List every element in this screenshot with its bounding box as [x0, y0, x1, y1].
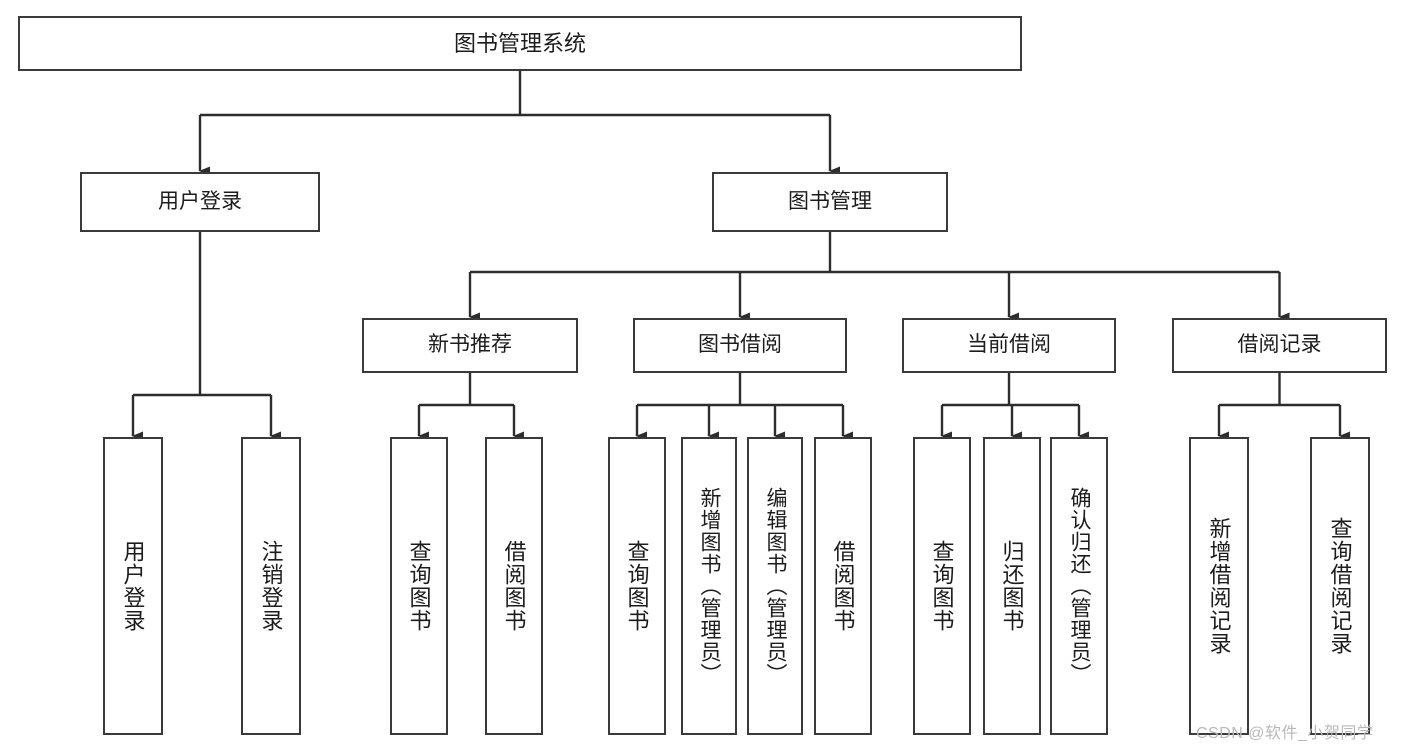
- node-leaf-q-book-1[interactable]: 查询图书: [390, 437, 448, 735]
- node-label-leaf-borrow-1: 借阅图书: [501, 540, 527, 632]
- node-label-leaf-q-book-1: 查询图书: [406, 540, 432, 632]
- node-leaf-borrow-2[interactable]: 借阅图书: [814, 437, 872, 735]
- node-label-leaf-add-rec: 新增借阅记录: [1206, 517, 1232, 655]
- node-label-book-manage: 图书管理: [788, 189, 872, 213]
- node-label-borrow-record: 借阅记录: [1237, 333, 1322, 357]
- node-leaf-conf-ret[interactable]: 确认归还（管理员）: [1050, 437, 1108, 735]
- node-label-leaf-borrow-2: 借阅图书: [830, 540, 856, 632]
- node-root[interactable]: 图书管理系统: [18, 16, 1022, 71]
- node-leaf-user-login[interactable]: 用户登录: [103, 437, 163, 735]
- node-label-current-borrow: 当前借阅: [967, 333, 1051, 357]
- node-new-book-rec[interactable]: 新书推荐: [362, 318, 578, 373]
- node-book-manage[interactable]: 图书管理: [712, 172, 948, 232]
- node-label-leaf-q-book-2: 查询图书: [624, 540, 650, 632]
- node-label-book-borrow: 图书借阅: [698, 333, 782, 357]
- node-label-leaf-add-book: 新增图书（管理员）: [698, 487, 722, 685]
- node-label-leaf-logout: 注销登录: [258, 540, 284, 632]
- node-leaf-logout[interactable]: 注销登录: [241, 437, 301, 735]
- node-label-leaf-conf-ret: 确认归还（管理员）: [1068, 487, 1092, 685]
- node-leaf-add-book[interactable]: 新增图书（管理员）: [681, 437, 737, 735]
- node-label-leaf-return: 归还图书: [999, 540, 1025, 632]
- node-user-login[interactable]: 用户登录: [80, 172, 320, 232]
- node-book-borrow[interactable]: 图书借阅: [633, 318, 847, 373]
- node-label-leaf-q-book-3: 查询图书: [929, 540, 955, 632]
- node-leaf-q-rec[interactable]: 查询借阅记录: [1310, 437, 1370, 735]
- node-leaf-q-book-2[interactable]: 查询图书: [608, 437, 666, 735]
- node-leaf-add-rec[interactable]: 新增借阅记录: [1189, 437, 1249, 735]
- node-leaf-q-book-3[interactable]: 查询图书: [913, 437, 971, 735]
- node-leaf-borrow-1[interactable]: 借阅图书: [485, 437, 543, 735]
- node-leaf-edit-book[interactable]: 编辑图书（管理员）: [747, 437, 803, 735]
- node-label-new-book-rec: 新书推荐: [428, 333, 512, 357]
- node-leaf-return[interactable]: 归还图书: [983, 437, 1041, 735]
- node-label-root: 图书管理系统: [453, 30, 586, 56]
- node-borrow-record[interactable]: 借阅记录: [1172, 318, 1387, 373]
- node-label-leaf-edit-book: 编辑图书（管理员）: [764, 487, 788, 685]
- node-current-borrow[interactable]: 当前借阅: [902, 318, 1116, 373]
- node-label-leaf-q-rec: 查询借阅记录: [1327, 517, 1353, 655]
- node-label-user-login: 用户登录: [158, 189, 242, 213]
- watermark-label: CSDN @软件_小贺同学: [1196, 725, 1374, 742]
- node-label-leaf-user-login: 用户登录: [120, 540, 146, 632]
